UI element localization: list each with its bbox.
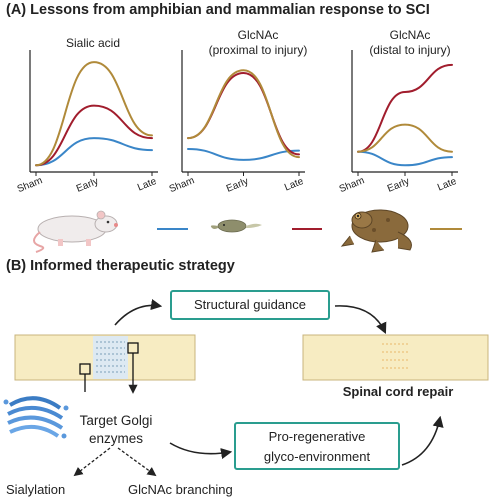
series-line-2 xyxy=(35,61,153,167)
chart-glcnac-distal xyxy=(351,50,458,176)
charts-svg xyxy=(29,50,458,176)
arrow-to-glcnac-branching xyxy=(117,447,157,477)
series-line-2 xyxy=(357,123,453,153)
series-line-0 xyxy=(357,150,453,167)
structural-guidance-box: Structural guidance xyxy=(170,290,330,320)
golgi-icon xyxy=(3,396,69,439)
tadpole-icon xyxy=(210,219,262,233)
series-line-0 xyxy=(187,148,300,161)
spinal-cord-repair-label: Spinal cord repair xyxy=(342,384,454,399)
chart-sialic-acid xyxy=(29,50,158,176)
series-line-1 xyxy=(35,104,153,167)
target-golgi-line2: enzymes xyxy=(88,431,144,446)
series-line-2 xyxy=(187,69,300,159)
mouse-icon xyxy=(33,210,118,253)
pro-regenerative-line1: Pro-regenerative xyxy=(268,429,366,444)
chart-3-subtitle: (distal to injury) xyxy=(369,43,451,57)
target-golgi-text: Target Golgi enzymes xyxy=(56,412,176,448)
glcnac-branching-label: GlcNAc branching xyxy=(128,482,233,497)
arrow-to-structural-guidance xyxy=(114,299,163,326)
chart-2-title: GlcNAc (proximal to injury) xyxy=(188,28,328,58)
section-b-title: (B) Informed therapeutic strategy xyxy=(6,258,235,274)
arrow-to-repair xyxy=(401,415,444,466)
arrow-from-structural-guidance xyxy=(334,305,387,335)
injury-site xyxy=(93,336,128,379)
arrow-to-sialylation xyxy=(73,447,111,477)
pro-regenerative-line2: glyco-environment xyxy=(263,449,371,464)
injury-lesion-lines xyxy=(96,341,125,373)
chart-3-title-line1: GlcNAc xyxy=(389,28,431,42)
chart-3-title: GlcNAc (distal to injury) xyxy=(340,28,480,58)
chart-glcnac-proximal xyxy=(181,50,305,176)
chart-2-title-line1: GlcNAc xyxy=(237,28,279,42)
sialylation-label: Sialylation xyxy=(6,482,66,497)
target-golgi-line1: Target Golgi xyxy=(79,413,153,428)
frog-icon xyxy=(340,209,412,253)
chart-2-subtitle: (proximal to injury) xyxy=(208,43,308,57)
series-line-0 xyxy=(35,137,153,167)
strategy-diagram xyxy=(3,299,489,477)
repaired-axon-lines xyxy=(382,343,408,369)
animal-legend xyxy=(33,209,462,253)
section-a-title: (A) Lessons from amphibian and mammalian… xyxy=(6,2,430,18)
pro-regenerative-box: Pro-regenerative glyco-environment xyxy=(234,422,400,470)
arrow-to-pro-regenerative xyxy=(169,442,233,460)
chart-1-title: Sialic acid xyxy=(65,36,121,50)
series-line-1 xyxy=(357,63,453,153)
repaired-spinal-cord xyxy=(302,334,489,381)
structural-guidance-label: Structural guidance xyxy=(193,297,306,312)
